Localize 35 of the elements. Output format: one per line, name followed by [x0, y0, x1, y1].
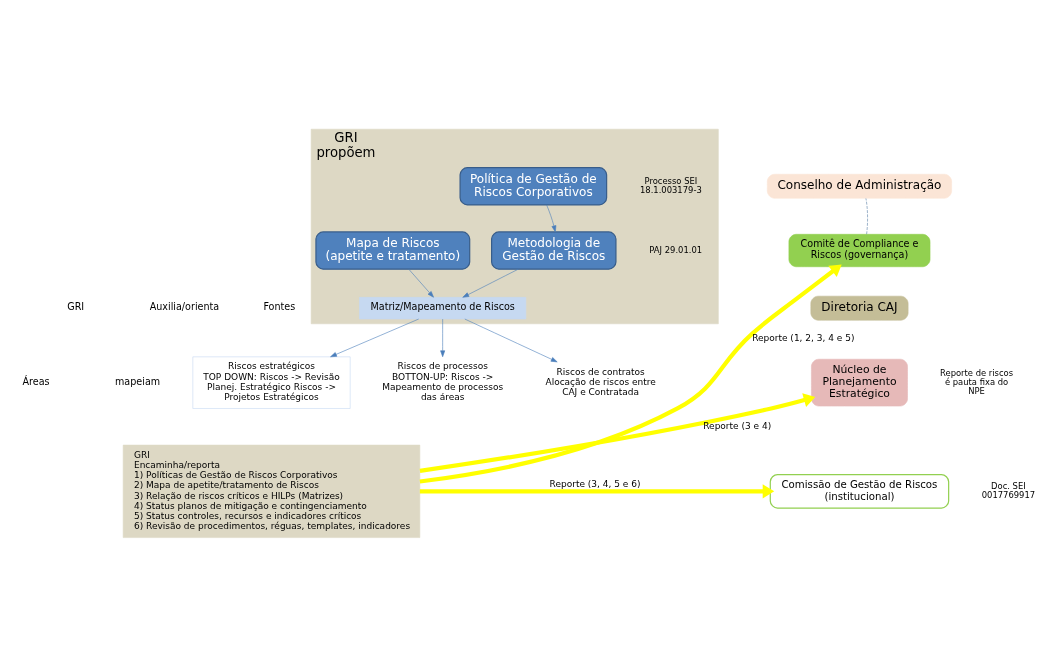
node-box: Núcleo de Planejamento Estratégico [811, 358, 908, 407]
edge-label: Reporte (3, 4, 5 e 6) [549, 478, 641, 489]
node-box: Matriz/Mapeamento de Riscos [359, 297, 527, 320]
arrow [419, 393, 816, 473]
node-text: Riscos de processos BOTTON-UP: Riscos -> Mapeamento de processos das áreas [382, 361, 504, 403]
label: mapeiam [115, 375, 161, 387]
node-label: Reporte de riscos é pauta fixa do NPE [940, 367, 1014, 396]
node-box: GRI Encaminha/reporta 1) Políticas de Gestão de Riscos Corporativos 2) Mapa de apetite/tratamento de Riscos 3) Relação de riscos críticos e HILPs (Matrizes) 4) Status planos de mitigação e contingenciamento 5) Status controles, recursos e indicadores críticos 6) Revisão de procedimentos, réguas, templates, indicadores [122, 444, 421, 538]
arrow [440, 318, 446, 358]
node-box: Mapa de Riscos (apetite e tratamento) [315, 231, 471, 270]
arrow [419, 264, 842, 484]
label: Fontes [263, 301, 296, 313]
arrow [408, 268, 434, 298]
arrow [462, 268, 519, 298]
node-label: PAJ 29.01.01 [649, 244, 703, 255]
node-box: Política de Gestão de Riscos Corporativos [459, 167, 608, 206]
node-label: Processo SEI 18.1.003179-3 [640, 175, 702, 195]
connector [865, 198, 868, 235]
arrow [330, 318, 419, 358]
label: Auxilia/orienta [149, 301, 220, 313]
edge-label: Reporte (1, 2, 3, 4 e 5) [752, 332, 855, 343]
arrow [546, 204, 557, 233]
label: Áreas [22, 375, 50, 387]
node-box: Riscos estratégicos TOP DOWN: Riscos -> Revisão Planej. Estratégico Riscos -> Projetos Estratégicos [192, 356, 351, 409]
label: GRI [67, 301, 85, 313]
node-text: Riscos de contratos Alocação de riscos entre CAJ e Contratada [545, 366, 656, 397]
node-box: Comissão de Gestão de Riscos (institucional) [769, 473, 950, 509]
node-box: Diretoria CAJ [810, 295, 909, 321]
edge-label: Reporte (3 e 4) [703, 420, 772, 431]
arrow [419, 484, 775, 499]
node-box: Conselho de Administração [767, 173, 952, 199]
arrow [464, 318, 558, 363]
node-label: Doc. SEI 0017769917 [981, 481, 1036, 501]
node-box: Metodologia de Gestão de Riscos [491, 231, 617, 270]
node-box: Comitê de Compliance e Riscos (governança) [788, 234, 931, 268]
